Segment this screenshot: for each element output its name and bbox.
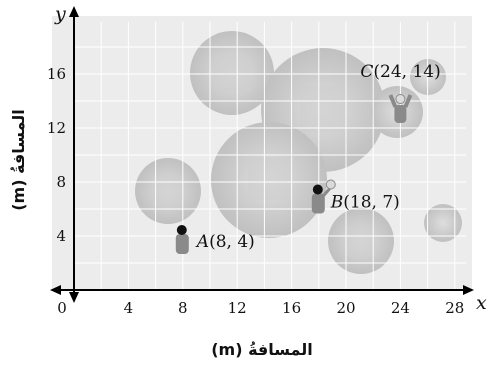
point-label: A(8, 4) [195, 232, 255, 252]
y-axis-title: المسافةُ (m) [9, 109, 28, 211]
axes [50, 6, 474, 303]
y-tick-label: 16 [47, 65, 66, 83]
x-tick-label: 28 [445, 299, 464, 317]
x-tick-label: 12 [228, 299, 247, 317]
y-axis-up-arrow [69, 6, 79, 17]
x-tick-label: 20 [336, 299, 355, 317]
water-bubble-square [300, 86, 346, 132]
player-figure [311, 179, 336, 214]
x-axis-letter: x [476, 292, 487, 314]
x-tick-label: 0 [57, 299, 67, 317]
y-tick-label: 12 [47, 119, 66, 137]
player-figure [175, 225, 189, 254]
water-bubble-square [214, 55, 250, 91]
y-tick-label: 8 [56, 173, 66, 191]
water-bubble-square [248, 158, 290, 200]
water-bubble-square [346, 226, 376, 256]
water-bubble [190, 31, 274, 115]
x-tick-label: 8 [178, 299, 188, 317]
point-label: C(24, 14) [360, 62, 440, 82]
point-label: B(18, 7) [330, 193, 400, 213]
x-tick-labels: 0 4 8 12 16 20 24 28 [57, 299, 464, 317]
water-bubble [328, 208, 394, 274]
players: A(8, 4) B(18, 7) C(24, 14) [175, 62, 441, 254]
x-tick-label: 24 [391, 299, 410, 317]
x-axis-title: المسافةُ (m) [211, 340, 313, 359]
y-axis-down-arrow [69, 292, 79, 303]
water-bubble [424, 204, 462, 242]
grid [74, 22, 466, 290]
x-axis-right-arrow [463, 285, 474, 295]
y-axis-letter: y [54, 3, 66, 25]
x-tick-label: 4 [124, 299, 134, 317]
water-bubble-square [153, 176, 183, 206]
water-bubble [135, 158, 201, 224]
player-figure [388, 94, 413, 123]
y-tick-labels: 4 8 12 16 [47, 65, 66, 245]
y-tick-label: 4 [56, 227, 66, 245]
x-axis-left-arrow [50, 285, 61, 295]
x-tick-label: 16 [282, 299, 301, 317]
